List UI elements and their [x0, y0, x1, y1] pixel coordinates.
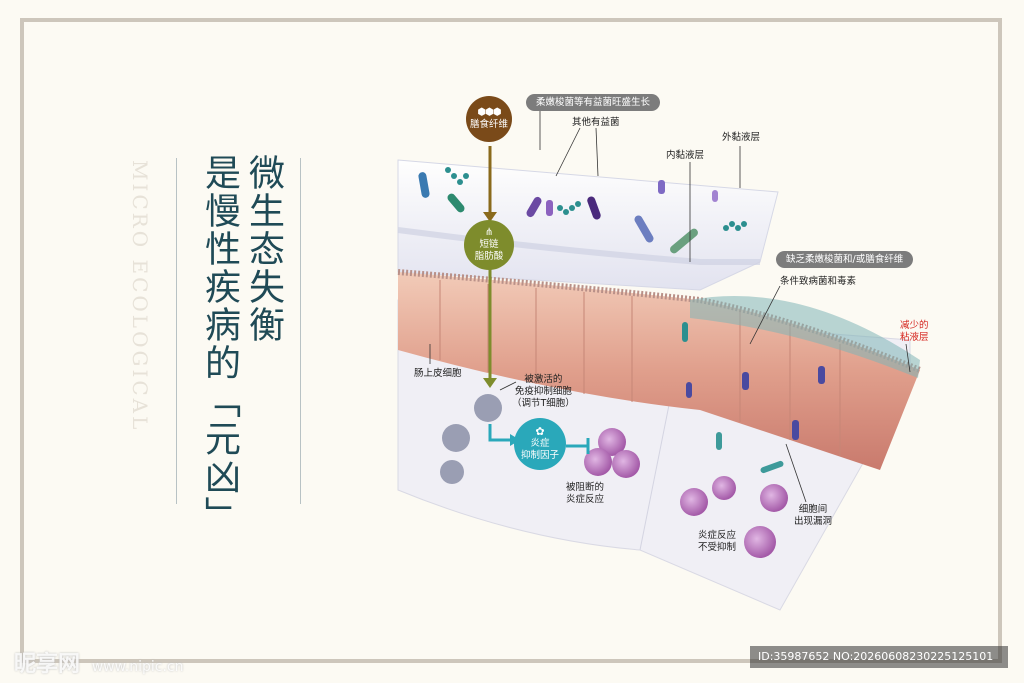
- title-line-1: 微生态失衡: [243, 154, 284, 344]
- epithelium: [397, 269, 922, 470]
- label-pathogens: 条件致病菌和毒素: [780, 276, 857, 287]
- inflam-factor-label: 炎症 抑制因子: [520, 438, 559, 461]
- watermark-brand: 昵享网 www.nipic.cn: [14, 646, 183, 678]
- immune-cells: [440, 394, 788, 558]
- label-unsuppressed-inflammation: 炎症反应 不受抑制: [698, 530, 737, 553]
- label-inner-mucus: 内黏液层: [666, 150, 705, 161]
- factor-icon: ✿: [535, 425, 545, 438]
- watermark-url: www.nipic.cn: [91, 659, 184, 675]
- subtitle-vertical: MICRO ECOLOGICAL: [128, 160, 152, 433]
- fiber-label: 膳食纤维: [469, 119, 508, 130]
- molecule-icon: ⋔: [484, 227, 494, 238]
- watermark-brand-text: 昵享网: [14, 652, 81, 677]
- label-cell-leak: 细胞间 出现漏洞: [794, 504, 833, 527]
- fiber-badge: ⬢⬢⬢ 膳食纤维: [466, 96, 512, 142]
- label-other-bacteria: 其他有益菌: [572, 117, 620, 128]
- label-activated-treg: 被激活的 免疫抑制细胞 （调节T细胞）: [512, 374, 575, 409]
- pathway-arrows: [483, 146, 590, 454]
- inflam-factor-badge: ✿ 炎症 抑制因子: [514, 418, 566, 470]
- scfa-badge: ⋔ 短链 脂肪酸: [464, 220, 514, 270]
- label-outer-mucus: 外黏液层: [722, 132, 761, 143]
- title-divider-right: [300, 158, 301, 504]
- fiber-icon: ⬢⬢⬢: [477, 107, 501, 118]
- title-line-2: 是慢性疾病的「元凶」: [199, 154, 240, 534]
- pill-beneficial-growth: 柔嫩梭菌等有益菌旺盛生长: [526, 94, 661, 111]
- label-epithelial-cells: 肠上皮细胞: [414, 368, 462, 379]
- title-divider-left: [176, 158, 177, 504]
- bacteria-group: [418, 167, 825, 474]
- watermark-id-bar: ID:35987652 NO:20260608230225125101: [750, 646, 1008, 668]
- mucus-layer: [397, 159, 779, 291]
- label-blocked-inflammation: 被阻断的 炎症反应: [566, 482, 605, 505]
- label-reduced-mucus: 减少的 粘液层: [900, 320, 929, 343]
- reduced-mucus-layer: [690, 296, 920, 378]
- leader-lines: [429, 108, 911, 503]
- pill-lack-fiber: 缺乏柔嫩梭菌和/或膳食纤维: [776, 251, 914, 268]
- scfa-label: 短链 脂肪酸: [474, 239, 504, 262]
